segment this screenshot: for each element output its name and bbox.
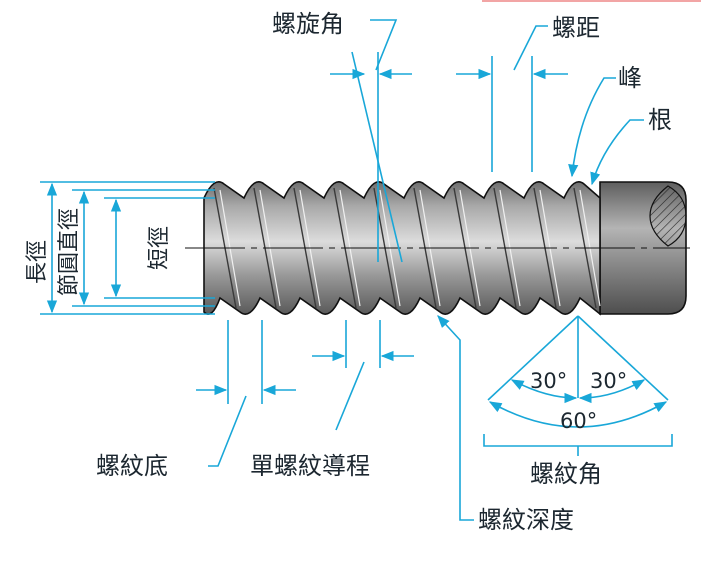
label-major-diameter: 長徑 [25,240,50,284]
dimension-lines [40,19,673,521]
label-single-lead: 單螺紋導程 [250,452,370,480]
crest-leader [568,77,616,178]
label-root: 根 [648,106,672,134]
threaded-section [203,181,601,316]
label-angle-30-right: 30° [590,369,627,393]
label-minor-diameter: 短徑 [147,226,172,270]
label-angle-30-left: 30° [530,369,567,393]
label-pitch-diameter: 節圓直徑 [57,208,82,296]
thread-angle-bracket [483,434,673,447]
angle-arc-30-right [578,379,646,404]
label-thread-depth: 螺紋深度 [478,506,574,534]
root-leader [590,119,644,186]
angle-arc-60 [488,401,668,428]
thread-depth-leader [437,315,474,521]
label-helix-angle: 螺旋角 [272,10,344,38]
label-pitch: 螺距 [552,14,600,42]
bolt-body [185,181,690,316]
section-hatch [649,185,687,247]
labels: 螺旋角 螺距 峰 根 長徑 節圓直徑 短徑 螺紋底 單螺紋導程 螺紋深度 螺紋角… [25,10,672,534]
label-thread-angle: 螺紋角 [530,460,602,488]
label-angle-60: 60° [560,409,597,433]
label-crest: 峰 [618,64,642,92]
label-thread-root: 螺紋底 [96,452,168,480]
angle-arc-30-left [510,379,578,404]
